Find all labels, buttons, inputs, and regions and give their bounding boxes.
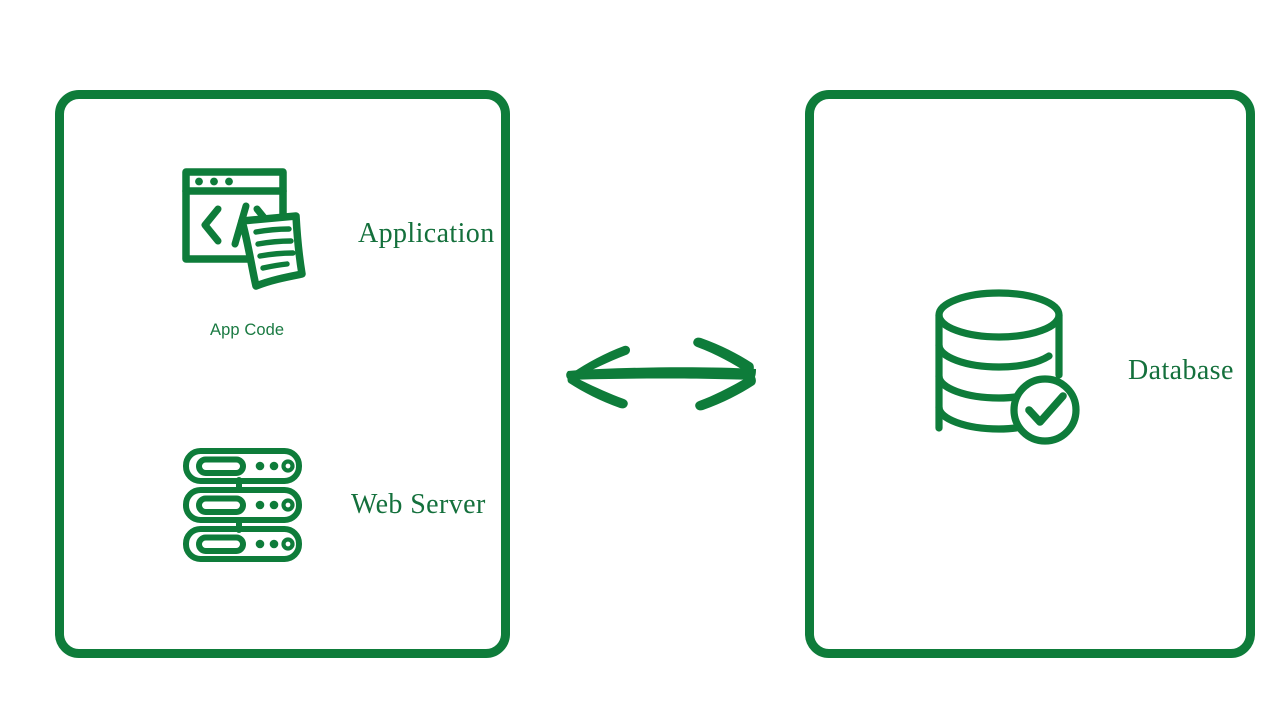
- data-tier-panel: [805, 90, 1255, 658]
- app-code-caption: App Code: [210, 321, 285, 339]
- server-rack-icon: [182, 448, 306, 562]
- application-node[interactable]: Application: [180, 163, 494, 298]
- web-server-label: Web Server: [351, 489, 486, 520]
- database-node[interactable]: Database: [930, 288, 1240, 453]
- bidirectional-arrow: [548, 328, 773, 420]
- application-label: Application: [358, 217, 495, 249]
- web-server-node[interactable]: Web Server: [182, 448, 485, 562]
- database-check-icon: [930, 288, 1080, 453]
- app-code-icon: [180, 164, 312, 298]
- database-label: Database: [1128, 354, 1234, 386]
